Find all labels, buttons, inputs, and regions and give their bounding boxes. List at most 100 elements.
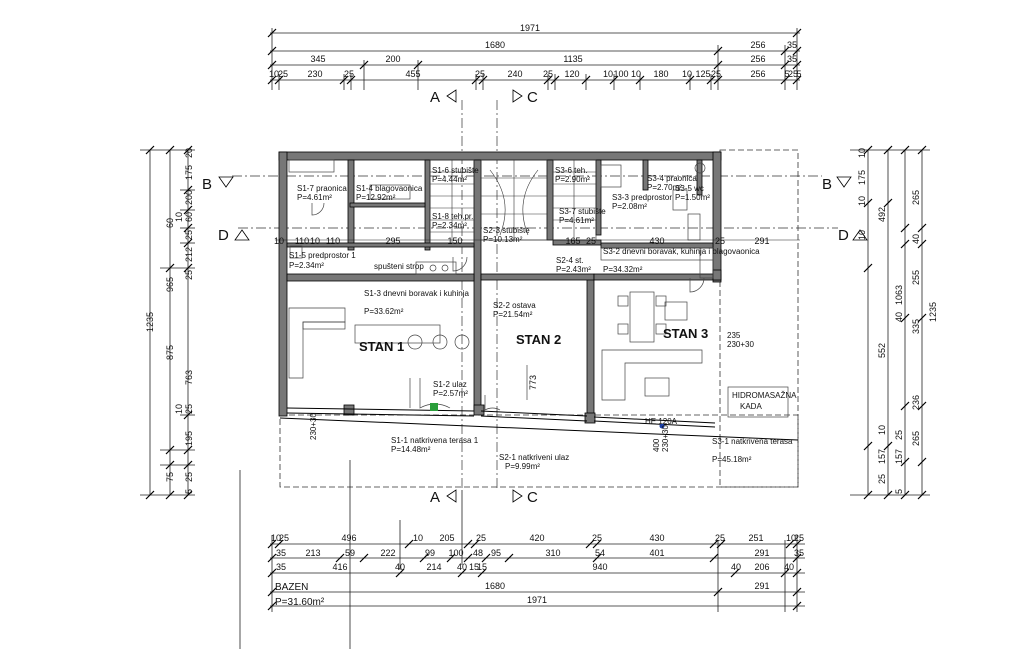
section-arrow-icon (234, 229, 250, 241)
wall (546, 159, 554, 241)
section-marker-a-top: A (430, 89, 440, 106)
dim-text: 5 (184, 489, 194, 494)
electrical-label: HE 120A (645, 417, 678, 426)
dim-text: 10 (413, 533, 423, 543)
dim-text: 48 (473, 548, 483, 558)
dim-text: 180 (653, 69, 668, 79)
dim-text: 10 (271, 533, 281, 543)
bottom-dimension-texts: 10 25 496 10 205 25 420 25 430 25 251 10… (271, 533, 804, 605)
dim-text: 25 (894, 430, 904, 440)
dim-text: 291 (754, 581, 769, 591)
dim-text: 54 (595, 548, 605, 558)
dim-text: 25 (184, 230, 194, 240)
dim-text: 10 (174, 404, 184, 414)
dim-text: 25 (715, 236, 725, 246)
unit-label-stan3: STAN 3 (663, 326, 708, 341)
stool-icon (432, 334, 448, 350)
room-area: P=4.61m² (297, 193, 332, 202)
section-lines (232, 100, 838, 490)
room-area: P=10.13m² (483, 235, 523, 244)
dim-text: 40 (784, 562, 794, 572)
wall (696, 159, 703, 196)
dim-text: 763 (184, 370, 194, 385)
dim-text: 157 (894, 449, 904, 464)
dim-text: 265 (911, 431, 921, 446)
sofa-icon (601, 349, 703, 401)
dim-text: 20 (184, 148, 194, 158)
stairs (429, 159, 597, 244)
room-name: S3-3 predprostor (612, 193, 672, 202)
dim-text: 773 (528, 375, 538, 390)
room-name: S3-7 stubište (559, 207, 606, 216)
room-area: P=34.32m² (603, 265, 643, 274)
dim-text: 1680 (485, 581, 505, 591)
section-marker-a-bottom: A (430, 489, 440, 506)
dim-text: 110 (295, 236, 309, 246)
wall (480, 273, 595, 281)
dim-text: 120 (564, 69, 579, 79)
dim-text: 35 (787, 40, 797, 50)
section-arrow-icon (446, 489, 457, 503)
dim-text: 25 (279, 533, 289, 543)
dim-text: 1971 (520, 23, 540, 33)
dim-text: 291 (754, 548, 769, 558)
front-facade (279, 407, 799, 441)
dim-text: 59 (345, 548, 355, 558)
dim-text: 200 (184, 190, 194, 205)
dim-text: 25 (278, 69, 288, 79)
left-dimension-ticks (145, 145, 193, 500)
room-name: S3-1 natkrivena terasa (712, 437, 793, 446)
dim-text: 265 (911, 190, 921, 205)
dim-text: 10 (274, 236, 284, 246)
dim-text: 1971 (527, 595, 547, 605)
dim-text: 10 (857, 148, 867, 158)
stool-icon (454, 334, 470, 350)
dim-text: 125 (695, 69, 710, 79)
dim-text: 455 (405, 69, 420, 79)
hot-tub-label: HIDROMASAŽNA (732, 391, 797, 400)
hot-tub-label: KADA (740, 402, 762, 411)
dim-text: 10 (857, 230, 867, 240)
right-dimension-chains (850, 149, 930, 496)
dim-text: 195 (184, 431, 194, 446)
wall (642, 159, 649, 191)
room-name: S1-1 natkrivena terasa 1 (391, 436, 479, 445)
dim-text: 965 (165, 277, 175, 292)
room-area: P=4.44m² (432, 175, 467, 184)
section-marker-b-right: B (822, 176, 832, 193)
top-dimension-ticks (267, 28, 802, 85)
dim-text: 206 (754, 562, 769, 572)
dim-text: 25 (794, 533, 804, 543)
coffee-table-icon (644, 377, 670, 397)
sofa-icon (288, 307, 346, 379)
room-area: P=2.08m² (612, 202, 647, 211)
room-area: P=2.70m² (647, 183, 682, 192)
dim-text: 100 (448, 548, 463, 558)
left-dimension-chains (140, 149, 195, 496)
toilet-icon (289, 245, 303, 259)
room-name: S2-4 st. (556, 256, 584, 265)
dim-text: 25 (476, 533, 486, 543)
room-name: S3-5 wc (675, 184, 704, 193)
hot-tub (727, 386, 789, 418)
dim-text: 496 (341, 533, 356, 543)
interior-dim-texts: 10 110 10 110 295 150 165 25 430 25 291 (274, 236, 770, 246)
toilet-icon (694, 162, 706, 174)
right-dimension-ticks (863, 145, 927, 500)
top-dimension-chains (270, 28, 800, 90)
dim-text: 552 (877, 343, 887, 358)
terrace-outline (279, 149, 799, 488)
dim-text: 345 (310, 54, 325, 64)
walls (278, 151, 722, 424)
column (343, 404, 355, 416)
dim-text: 1135 (563, 54, 582, 64)
dim-text: 10 (877, 425, 887, 435)
dim-text: 110 (326, 236, 340, 246)
section-arrow-icon (836, 176, 852, 188)
wall (712, 151, 722, 283)
room-labels: S1-7 praonica P=4.61m² S1-4 blagovaonica… (289, 166, 793, 471)
room-area: P=33.62m² (364, 307, 404, 316)
stool-icon (407, 334, 423, 350)
socket-icon (659, 423, 665, 429)
